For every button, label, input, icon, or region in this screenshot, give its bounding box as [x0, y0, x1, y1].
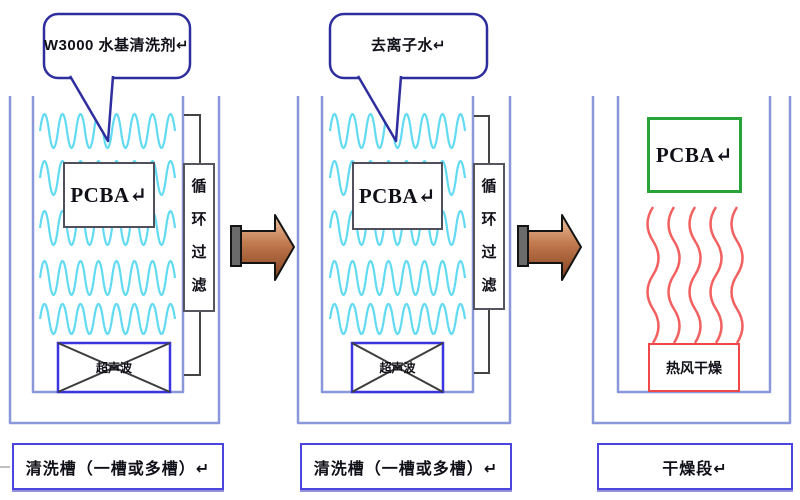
wash-caption: 清洗槽（一槽或多槽）↵	[12, 443, 224, 490]
heat-waves	[646, 206, 744, 344]
rinse-tank-outer	[296, 96, 512, 425]
wash-transducer-label: 超声波	[95, 361, 132, 375]
wash-callout-tail	[68, 75, 115, 143]
rinse-transducer-box	[350, 341, 445, 394]
rinse-transducer-label: 超声波	[379, 361, 416, 375]
wash-callout-bubble	[42, 12, 192, 143]
circulation-pipes	[184, 114, 490, 376]
dry-section-outer	[591, 96, 792, 425]
rinse-filter-box: 循环过滤	[473, 163, 505, 310]
rinse-caption: 清洗槽（一槽或多槽）↵	[300, 443, 512, 490]
tank-outlines	[8, 96, 792, 425]
dry-pcba-box: PCBA↵	[647, 117, 742, 193]
dry-caption: 干燥段↵	[597, 443, 793, 490]
rinse-callout-tail	[356, 75, 403, 143]
rinse-callout-label: 去离子水↵	[370, 36, 447, 54]
dry-section-inner	[616, 96, 772, 394]
wash-pcba-box: PCBA↵	[63, 162, 155, 228]
flow-arrow-2	[517, 214, 582, 281]
hot-air-heater-box: 热风干燥	[648, 343, 740, 392]
wash-callout-label: W3000 水基清洗剂↵	[43, 36, 190, 54]
wash-filter-box: 循环过滤	[183, 163, 215, 312]
wash-liquid-waves	[38, 112, 177, 336]
rinse-pcba-box: PCBA↵	[352, 162, 443, 230]
wash-transducer-box	[56, 341, 172, 394]
flow-arrow-1	[230, 214, 295, 281]
rinse-callout-bubble	[328, 12, 489, 143]
wash-tank-outer	[8, 96, 221, 425]
